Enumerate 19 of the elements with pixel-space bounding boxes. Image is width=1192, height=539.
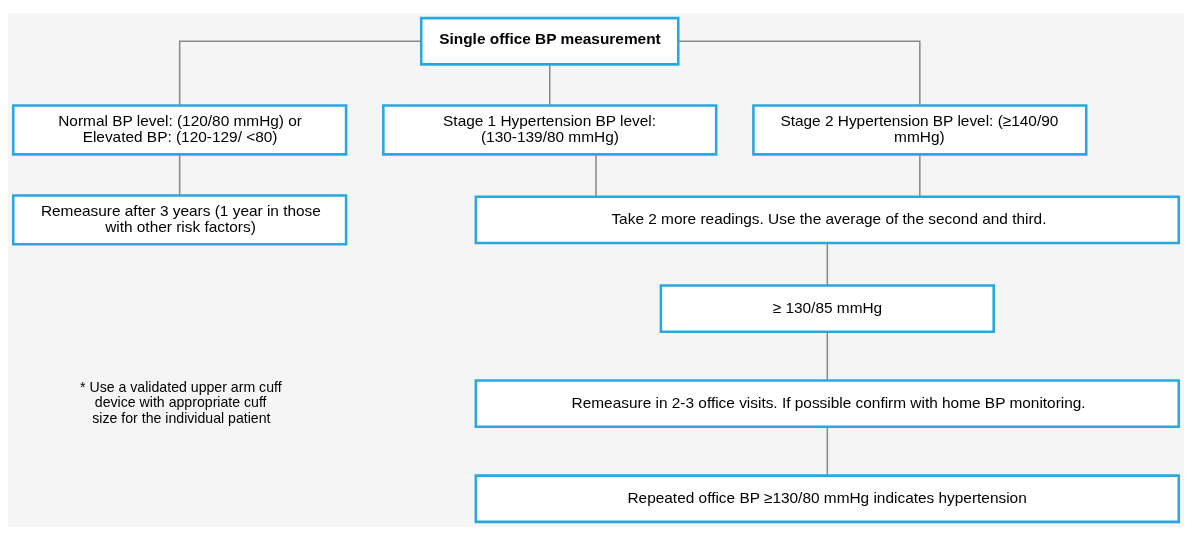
node-box: ≥ 130/85 mmHg	[659, 283, 995, 333]
connector	[677, 40, 921, 106]
connector	[826, 330, 829, 381]
connector	[919, 153, 921, 197]
node-box: Remeasure after 3 years (1 year in those with other risk factors)	[11, 193, 348, 246]
node-box: Remeasure in 2-3 office visits. If possible confirm with home BP monitoring.	[474, 378, 1181, 428]
connector	[178, 40, 422, 106]
connector	[826, 425, 829, 476]
connector	[178, 153, 181, 196]
node-box: Repeated office BP ≥130/80 mmHg indicates hypertension	[474, 473, 1181, 523]
node-box: Take 2 more readings. Use the average of the second and third.	[474, 194, 1181, 244]
node-box: Single office BP measurement	[419, 16, 680, 66]
node-box: Stage 1 Hypertension BP level: (130-139/80 mmHg)	[382, 103, 718, 156]
connector	[595, 153, 597, 197]
label: * Use a validated upper arm cuff device with appropriate cuff size for the individual patient	[80, 378, 282, 426]
connector	[548, 63, 551, 106]
connector	[826, 241, 829, 286]
node-box: Normal BP level: (120/80 mmHg) or Elevated BP: (120-129/ <80)	[11, 103, 348, 156]
node-box: Stage 2 Hypertension BP level: (≥140/90 mmHg)	[752, 103, 1088, 156]
